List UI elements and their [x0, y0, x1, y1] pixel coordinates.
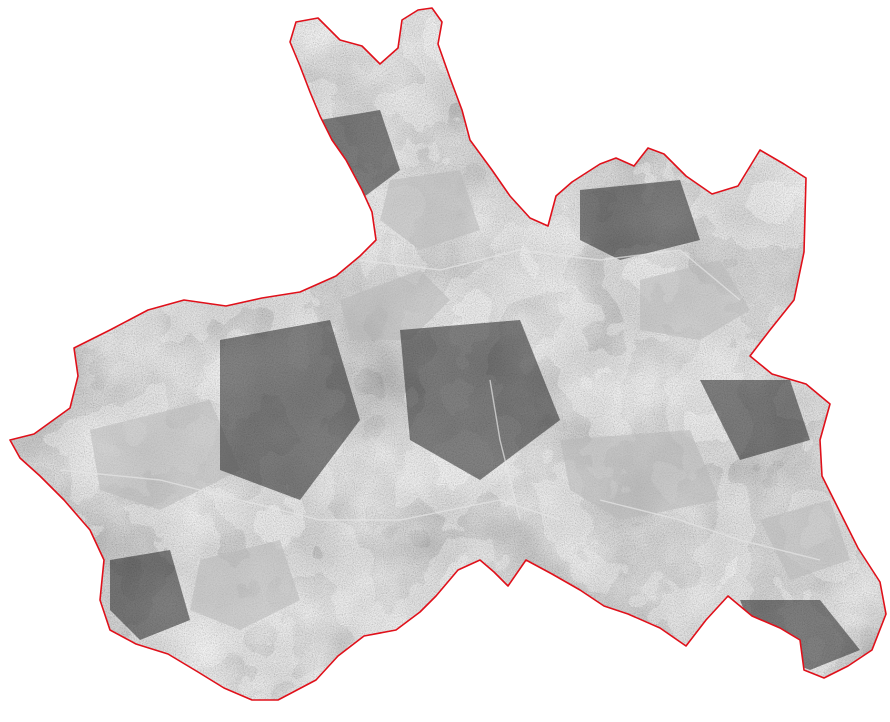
forest-patches — [110, 110, 860, 670]
road-lines — [59, 249, 821, 561]
field-patches — [90, 170, 850, 630]
